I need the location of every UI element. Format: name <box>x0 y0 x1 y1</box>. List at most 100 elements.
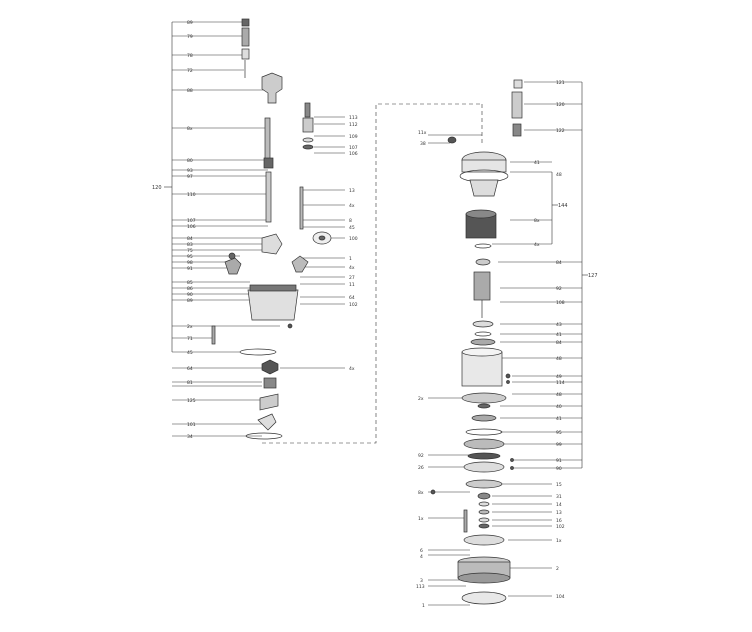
callout-label: 41 <box>556 416 562 422</box>
left-assembly <box>164 21 483 444</box>
callout-label: 114 <box>556 380 565 386</box>
callout-label: 8x <box>534 218 540 224</box>
callout-label: 107 <box>349 145 358 151</box>
callout-label: 38 <box>420 141 426 147</box>
callout-label: 102 <box>349 302 358 308</box>
callout-label: 106 <box>187 224 196 230</box>
callout-label: 90 <box>556 466 562 472</box>
callout-label: 104 <box>556 594 565 600</box>
callout-label: 93 <box>187 168 193 174</box>
callout-label: 106 <box>349 151 358 157</box>
callout-label: 45 <box>349 225 355 231</box>
callout-label: 6 <box>420 548 423 554</box>
callout-label: 48 <box>556 356 562 362</box>
callout-label: 125 <box>187 398 196 404</box>
callout-label: 88 <box>187 88 193 94</box>
callout-label: 122 <box>556 128 565 134</box>
left-right-callout-labels: 113 112 109 107 106 13 4x 8 45 100 1 4x … <box>349 115 358 372</box>
callout-label: 112 <box>349 122 358 128</box>
callout-label: 71 <box>187 336 193 342</box>
callout-label: 48 <box>556 172 562 178</box>
callout-label: 3 <box>420 578 423 584</box>
right-assembly <box>428 81 588 606</box>
callout-label: 89 <box>187 298 193 304</box>
callout-label: 26 <box>418 465 424 471</box>
callout-label: 13 <box>556 510 562 516</box>
callout-label: 86 <box>187 286 193 292</box>
callout-label: 81 <box>187 380 193 386</box>
callout-label: 11 <box>349 282 355 288</box>
callout-label: 92 <box>418 453 424 459</box>
callout-label: 75 <box>187 248 193 254</box>
callout-label: 2x <box>187 324 193 330</box>
callout-label: 45 <box>187 350 193 356</box>
callout-label: 95 <box>187 254 193 260</box>
right-top-right-labels: 121 120 122 41 48 8x 4x 144 127 <box>534 80 598 279</box>
callout-label: 8x <box>418 490 424 496</box>
right-side-labels: 84 92 108 43 41 84 48 49 114 48 40 41 95… <box>556 260 565 600</box>
callout-label: 1 <box>349 256 352 262</box>
callout-label: 4x <box>349 366 355 372</box>
callout-label: 120 <box>556 102 565 108</box>
callout-label: 121 <box>556 80 565 86</box>
bracket-label: 144 <box>558 203 568 209</box>
callout-label: 102 <box>556 524 565 530</box>
callout-label: 80 <box>187 158 193 164</box>
callout-label: 13 <box>349 188 355 194</box>
callout-label: 31 <box>556 494 562 500</box>
right-parts <box>430 79 523 605</box>
callout-label: 78 <box>187 53 193 59</box>
callout-label: 85 <box>187 280 193 286</box>
callout-label: 4 <box>420 554 423 560</box>
callout-label: 95 <box>556 430 562 436</box>
callout-label: 48 <box>556 392 562 398</box>
callout-label: 98 <box>187 260 193 266</box>
callout-label: 108 <box>556 300 565 306</box>
callout-label: 1x <box>418 516 424 522</box>
callout-label: 41 <box>556 332 562 338</box>
callout-label: 113 <box>416 584 425 590</box>
callout-label: 64 <box>349 295 355 301</box>
right-left-labels: 2x 92 26 8x 1x 6 4 3 113 1 <box>416 396 425 609</box>
left-callout-labels: 89 79 78 72 88 8x 80 93 97 110 107 106 8… <box>152 20 196 440</box>
callout-label: 101 <box>187 422 196 428</box>
callout-label: 89 <box>187 20 193 26</box>
callout-label: 84 <box>556 260 562 266</box>
callout-label: 34 <box>187 434 193 440</box>
callout-label: 41 <box>534 160 540 166</box>
callout-label: 91 <box>556 458 562 464</box>
callout-label: 100 <box>349 236 358 242</box>
callout-label: 43 <box>556 322 562 328</box>
callout-label: 97 <box>187 174 193 180</box>
callout-label: 113 <box>349 115 358 121</box>
callout-label: 40 <box>556 404 562 410</box>
callout-label: 15 <box>556 482 562 488</box>
callout-label: 2 <box>556 566 559 572</box>
callout-label: 4x <box>349 203 355 209</box>
callout-label: 4x <box>534 242 540 248</box>
callout-label: 64 <box>187 366 193 372</box>
callout-label: 14 <box>556 502 562 508</box>
callout-label: 1x <box>556 538 562 544</box>
left-parts <box>211 18 332 440</box>
callout-label: 91 <box>187 266 193 272</box>
callout-label: 110 <box>187 192 196 198</box>
callout-label: 2x <box>418 396 424 402</box>
callout-label: 90 <box>187 292 193 298</box>
callout-label: 8 <box>349 218 352 224</box>
callout-label: 99 <box>556 442 562 448</box>
callout-label: 1 <box>422 603 425 609</box>
callout-label: 27 <box>349 275 355 281</box>
right-top-left-labels: 11x 38 <box>418 130 427 147</box>
callout-label: 11x <box>418 130 427 136</box>
callout-label: 16 <box>556 518 562 524</box>
callout-label: 8x <box>187 126 193 132</box>
callout-label: 49 <box>556 374 562 380</box>
callout-label: 83 <box>187 242 193 248</box>
callout-label: 4x <box>349 265 355 271</box>
callout-label: 109 <box>349 134 358 140</box>
callout-label: 107 <box>187 218 196 224</box>
bracket-label: 120 <box>152 185 162 191</box>
bracket-label: 127 <box>588 273 598 279</box>
